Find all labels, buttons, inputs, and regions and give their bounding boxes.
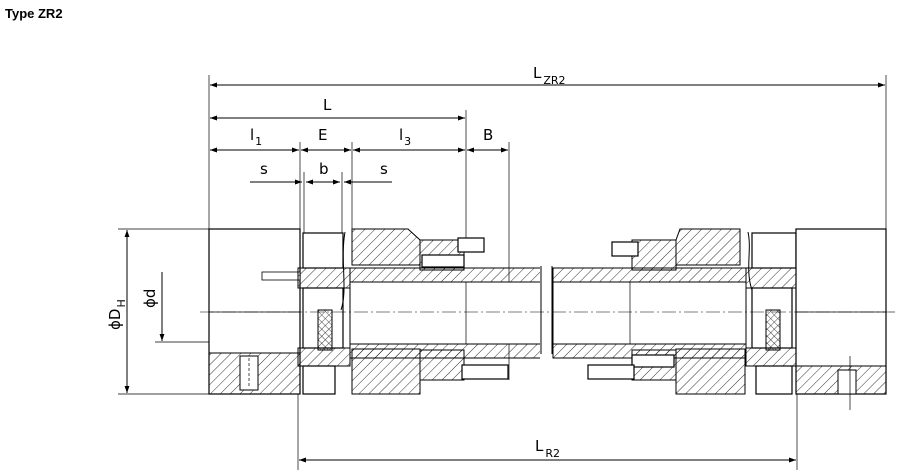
right-hub	[795, 228, 887, 410]
page-title: Type ZR2	[5, 6, 63, 21]
label-s-left: s	[260, 160, 268, 178]
right-shaft-tube	[552, 267, 747, 359]
label-e: E	[318, 126, 327, 144]
left-shaft-tube	[349, 267, 544, 359]
label-d-h: ϕDH	[106, 299, 128, 330]
label-s-right: s	[380, 160, 388, 178]
label-l: L	[323, 96, 332, 114]
right-elastomer-assembly	[745, 231, 797, 395]
dimension-row-l1-e-l3-b: l1 E l3 B	[210, 126, 510, 380]
shaft-break	[540, 262, 554, 366]
dimension-d-h: ϕDH	[106, 228, 210, 395]
dimension-row-s-b-s: s b s	[250, 160, 392, 235]
left-elastomer-assembly	[297, 231, 351, 395]
label-b-small: b	[319, 160, 329, 178]
label-l1: l1	[250, 126, 262, 148]
dimension-l: L	[210, 96, 467, 245]
left-hub	[208, 228, 301, 395]
label-l3: l3	[399, 126, 411, 148]
label-b: B	[483, 126, 493, 144]
right-clamping-hub	[587, 228, 746, 395]
label-d: ϕd	[141, 289, 159, 308]
